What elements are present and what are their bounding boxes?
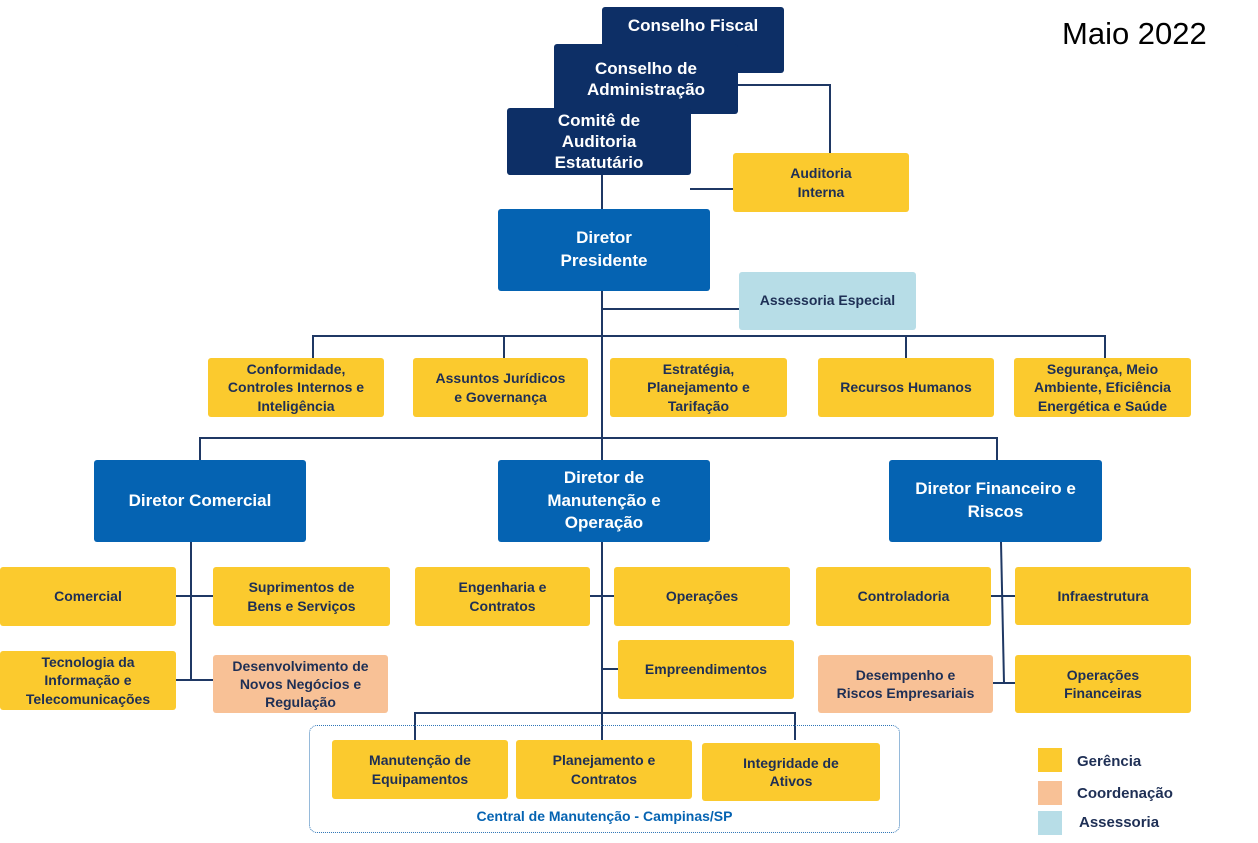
unit-seguranca-meio-ambiente: Segurança, Meio Ambiente, Eficiência Ene…	[1014, 358, 1191, 417]
connector-admin-auditoria	[738, 84, 831, 153]
unit-suprimentos: Suprimentos de Bens e Serviços	[213, 567, 390, 626]
unit-empreendimentos: Empreendimentos	[618, 640, 794, 699]
connector-central	[414, 712, 796, 740]
diretor-comercial-box: Diretor Comercial	[94, 460, 306, 542]
legend-assessoria-swatch	[1038, 811, 1062, 835]
unit-comercial: Comercial	[0, 567, 176, 626]
unit-recursos-humanos: Recursos Humanos	[818, 358, 994, 417]
connector-financeiro-spine	[1000, 541, 1005, 684]
connector-directors	[199, 437, 998, 460]
unit-tecnologia-informacao: Tecnologia da Informação e Telecomunicaç…	[0, 651, 176, 710]
diretor-financeiro-box: Diretor Financeiro e Riscos	[889, 460, 1102, 542]
unit-operacoes: Operações	[614, 567, 790, 626]
diretor-presidente-box: Diretor Presidente	[498, 209, 710, 291]
unit-desempenho-riscos: Desempenho e Riscos Empresariais	[818, 655, 993, 713]
assessoria-especial-box: Assessoria Especial	[739, 272, 916, 330]
comite-auditoria-box: Comitê de Auditoria Estatutário	[507, 108, 691, 175]
date-label: Maio 2022	[1062, 16, 1207, 51]
central-manutencao-label: Central de Manutenção - Campinas/SP	[476, 808, 733, 824]
unit-integridade-ativos: Integridade de Ativos	[702, 743, 880, 801]
unit-assuntos-juridicos: Assuntos Jurídicos e Governança	[413, 358, 588, 417]
unit-estrategia: Estratégia, Planejamento e Tarifação	[610, 358, 787, 417]
unit-manutencao-equipamentos: Manutenção de Equipamentos	[332, 740, 508, 799]
connector-presidente-units	[312, 335, 1106, 358]
legend-gerencia-swatch	[1038, 748, 1062, 772]
legend-gerencia-label: Gerência	[1077, 753, 1142, 770]
legend-assessoria-label: Assessoria	[1079, 814, 1160, 831]
legend-coordenacao-swatch	[1038, 781, 1062, 805]
unit-conformidade: Conformidade, Controles Internos e Intel…	[208, 358, 384, 417]
unit-desenvolvimento-negocios: Desenvolvimento de Novos Negócios e Regu…	[213, 655, 388, 713]
unit-engenharia-contratos: Engenharia e Contratos	[415, 567, 590, 626]
unit-operacoes-financeiras: Operações Financeiras	[1015, 655, 1191, 713]
legend-coordenacao-label: Coordenação	[1077, 785, 1173, 802]
unit-infraestrutura: Infraestrutura	[1015, 567, 1191, 625]
conselho-administracao-box: Conselho de Administração	[554, 44, 738, 114]
unit-controladoria: Controladoria	[816, 567, 991, 626]
central-manutencao-group	[309, 725, 900, 833]
diretor-manutencao-box: Diretor de Manutenção e Operação	[498, 460, 710, 542]
auditoria-interna-box: Auditoria Interna	[733, 153, 909, 212]
unit-planejamento-contratos: Planejamento e Contratos	[516, 740, 692, 799]
